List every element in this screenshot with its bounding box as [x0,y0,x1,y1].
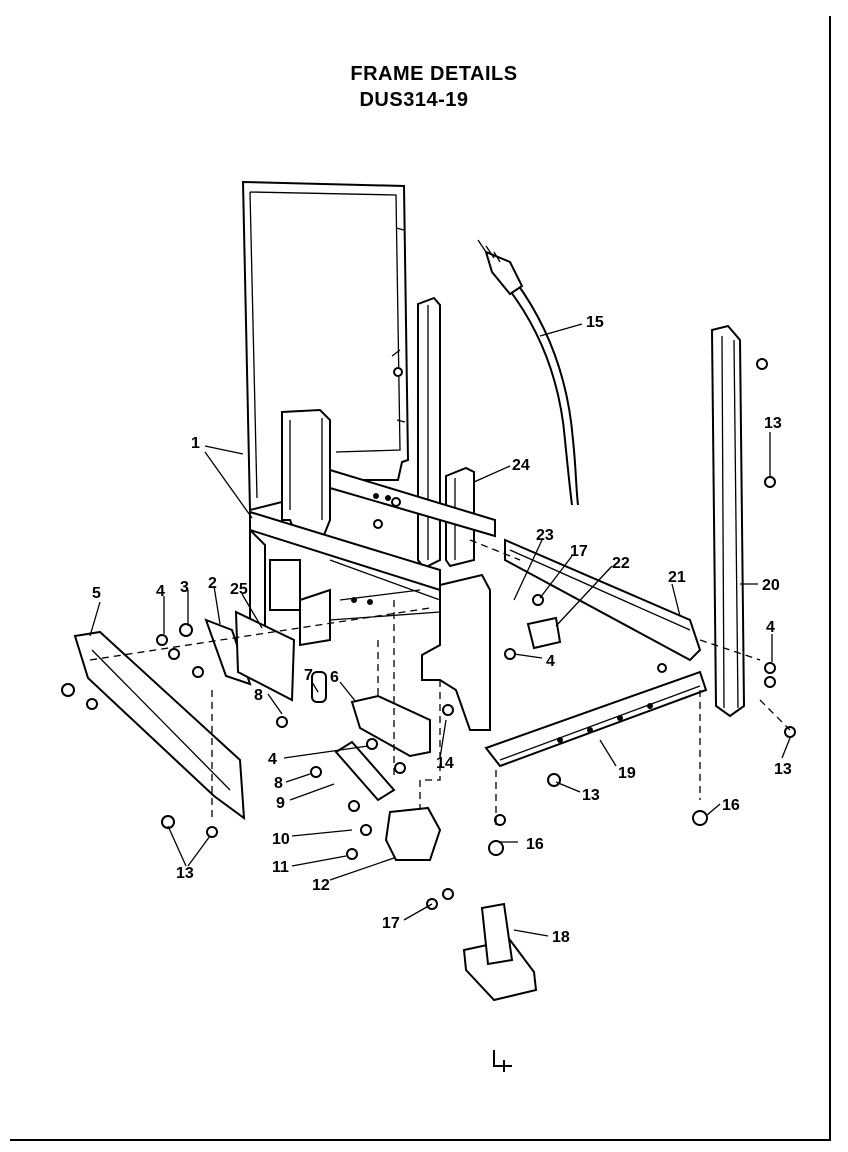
sheet-border [10,16,831,1141]
callout-22: 22 [612,555,630,572]
callout-12: 12 [312,877,330,894]
callout-11: 11 [272,859,289,876]
right-upright [710,324,746,718]
callout-23: 23 [536,527,554,544]
diagram-title: FRAME DETAILS [350,63,518,85]
valve-18 [462,902,538,1002]
bracket-6 [350,694,431,758]
callout-7: 7 [304,667,313,684]
callout-8: 8 [274,775,283,792]
callout-8: 8 [254,687,263,704]
callout-4: 4 [766,619,775,636]
callout-19: 19 [618,765,636,782]
screws [61,358,796,910]
toe-plate [73,630,246,821]
callout-4: 4 [156,583,165,600]
callout-10: 10 [272,831,290,848]
callout-13: 13 [582,787,600,804]
callout-13: 13 [774,761,792,778]
callout-18: 18 [552,929,570,946]
leader-lines [89,323,791,937]
callout-13: 13 [764,415,782,432]
callout-2: 2 [208,575,217,592]
callout-3: 3 [180,579,189,596]
callout-6: 6 [330,669,339,686]
plate-25 [234,610,296,702]
callout-13: 13 [176,865,194,882]
callout-17: 17 [382,915,400,932]
callout-9: 9 [276,795,285,812]
callout-5: 5 [92,585,101,602]
callout-4: 4 [546,653,555,670]
callout-16: 16 [526,836,544,853]
callout-16: 16 [722,797,740,814]
callout-4: 4 [268,751,277,768]
base-frame [249,468,496,731]
bottom-rail [484,670,708,768]
valve-assembly-12 [384,806,442,861]
callout-15: 15 [586,314,604,331]
callout-17: 17 [570,543,588,560]
callout-20: 20 [762,577,780,594]
callout-1: 1 [191,435,200,452]
alignment-lines [89,539,791,830]
bracket-22 [526,616,562,650]
bottom-mark [493,1050,512,1072]
side-rail [504,538,702,662]
model-number: DUS314-19 [359,89,469,111]
callout-24: 24 [512,457,530,474]
hinge-part-7 [311,671,327,703]
callout-21: 21 [668,569,686,586]
callout-25: 25 [230,581,248,598]
power-cord [477,239,579,506]
center-upright [417,296,441,570]
callout-14: 14 [436,755,454,772]
terminal-block-9 [334,740,396,802]
callout-labels: 1 2 3 4 4 4 4 5 6 7 8 8 9 10 11 12 13 13… [92,314,792,946]
